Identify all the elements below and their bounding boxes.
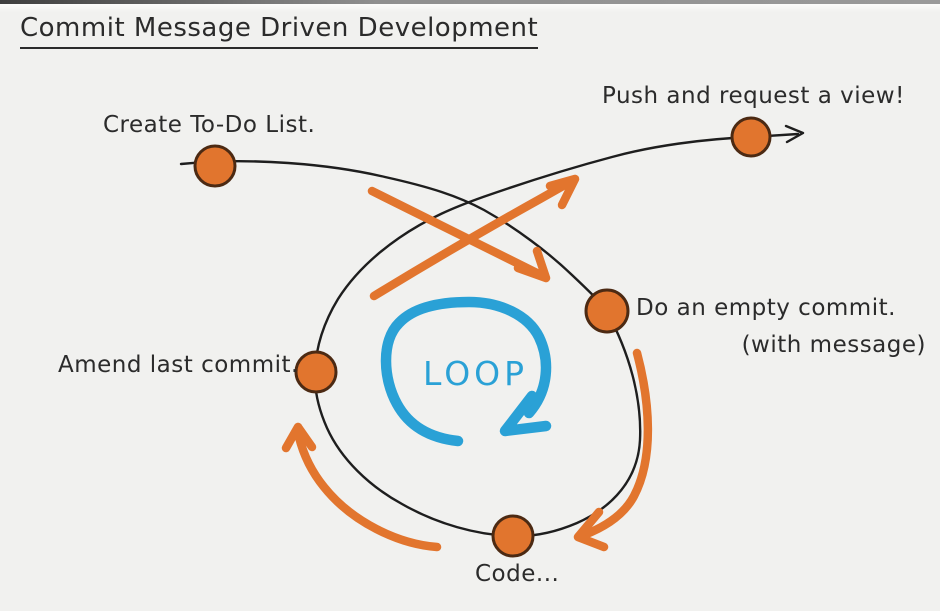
label-push-request: Push and request a view! xyxy=(602,83,905,109)
node-dot-amend xyxy=(294,350,338,394)
label-create-todo: Create To-Do List. xyxy=(103,112,316,138)
page-title: Commit Message Driven Development xyxy=(20,13,539,49)
label-loop: LOOP xyxy=(423,354,529,393)
node-dot-empty-commit xyxy=(584,288,630,334)
node-dot-create-todo xyxy=(193,144,237,188)
inner-loop-arrow xyxy=(380,296,552,447)
push-arrowhead-icon xyxy=(784,124,805,144)
node-dot-push xyxy=(730,116,772,158)
label-amend-commit: Amend last commit. xyxy=(58,352,299,378)
loop-arrow-left-side xyxy=(294,432,442,552)
label-code: Code... xyxy=(475,561,560,587)
cross-arrow-up-right xyxy=(369,177,575,301)
label-empty-commit: Do an empty commit. xyxy=(636,295,896,321)
cross-arrow-down-right xyxy=(367,186,548,281)
loop-arrow-right-side xyxy=(579,348,653,540)
loop-arrow-left-head-icon xyxy=(281,422,317,453)
inner-loop-arrowhead-icon xyxy=(499,390,552,437)
window-top-glow xyxy=(0,4,940,12)
label-empty-commit-note: (with message) xyxy=(741,332,926,358)
window-top-edge xyxy=(0,0,940,4)
line-loop-and-exit xyxy=(313,132,800,538)
loop-arrow-right-head-icon xyxy=(573,507,609,552)
label-empty-commit-block: Do an empty commit. (with message) xyxy=(636,290,926,364)
cross-arrow-up-right-head-icon xyxy=(545,174,580,210)
cross-arrow-down-right-head-icon xyxy=(513,246,551,283)
line-create-to-commit xyxy=(179,160,608,311)
node-dot-code xyxy=(491,514,535,558)
